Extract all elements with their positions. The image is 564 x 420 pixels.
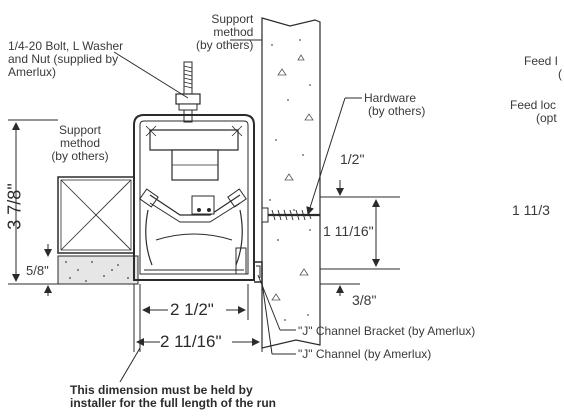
bolt-label-line1: 1/4-20 Bolt, L Washer: [8, 39, 124, 53]
feed-label-line1: Feed I: [524, 54, 559, 68]
support-block: [57, 176, 135, 254]
j-channel-bracket: [254, 261, 263, 283]
feed-label: Feed I (: [524, 55, 562, 81]
support-method-left-label: Support method (by others): [44, 124, 116, 163]
support-method-left-line3: (by others): [51, 149, 109, 163]
bolt-label-line2: and Nut (supplied by: [8, 52, 119, 66]
ceiling-slab: [57, 255, 139, 285]
leader-lines: [113, 39, 362, 383]
feed-loc-label-line2: (opt: [536, 111, 557, 125]
installer-note-line2: installer for the full length of the run: [70, 396, 276, 410]
feed-loc-label: Feed loc (opt: [510, 99, 557, 125]
dim-height: 3 7/8": [4, 183, 25, 230]
dim-half: 1/2": [340, 151, 365, 167]
installer-note-line1: This dimension must be held by: [70, 383, 253, 397]
dim-width-inner: 2 1/2": [170, 300, 214, 319]
dim-screw-span: 1 11/16": [323, 223, 374, 239]
support-method-left-line1: Support: [58, 123, 102, 137]
support-method-top-label: Support method (by others): [196, 13, 253, 52]
j-bracket-label: "J" Channel Bracket (by Amerlux): [298, 324, 476, 338]
dim-width-outer: 2 11/16": [160, 332, 222, 351]
screw: [261, 207, 320, 223]
installer-note: This dimension must be held by installer…: [70, 384, 276, 410]
dim-gap-left: 5/8": [26, 263, 49, 278]
bolt: [175, 61, 201, 123]
fixture-housing: [133, 114, 255, 281]
hardware-label: Hardware (by others): [364, 92, 425, 118]
concrete-wall: [261, 17, 321, 349]
support-method-top-line3: (by others): [196, 38, 254, 52]
dim-right-cut: 1 11/3: [512, 202, 550, 218]
hardware-label-line2: (by others): [368, 104, 426, 118]
bolt-label: 1/4-20 Bolt, L Washer and Nut (supplied …: [8, 40, 123, 79]
support-method-left-line2: method: [59, 136, 101, 150]
support-method-top-line2: method: [213, 25, 254, 39]
feed-loc-label-line1: Feed loc: [510, 98, 557, 112]
j-channel-label: "J" Channel (by Amerlux): [298, 347, 432, 361]
support-method-top-line1: Support: [211, 12, 254, 26]
feed-label-line2: (: [558, 67, 562, 81]
dim-bottom-small: 3/8": [352, 292, 377, 308]
hardware-label-line1: Hardware: [364, 91, 417, 105]
bolt-label-line3: Amerlux): [8, 65, 57, 79]
dimension-lines: [8, 119, 400, 352]
